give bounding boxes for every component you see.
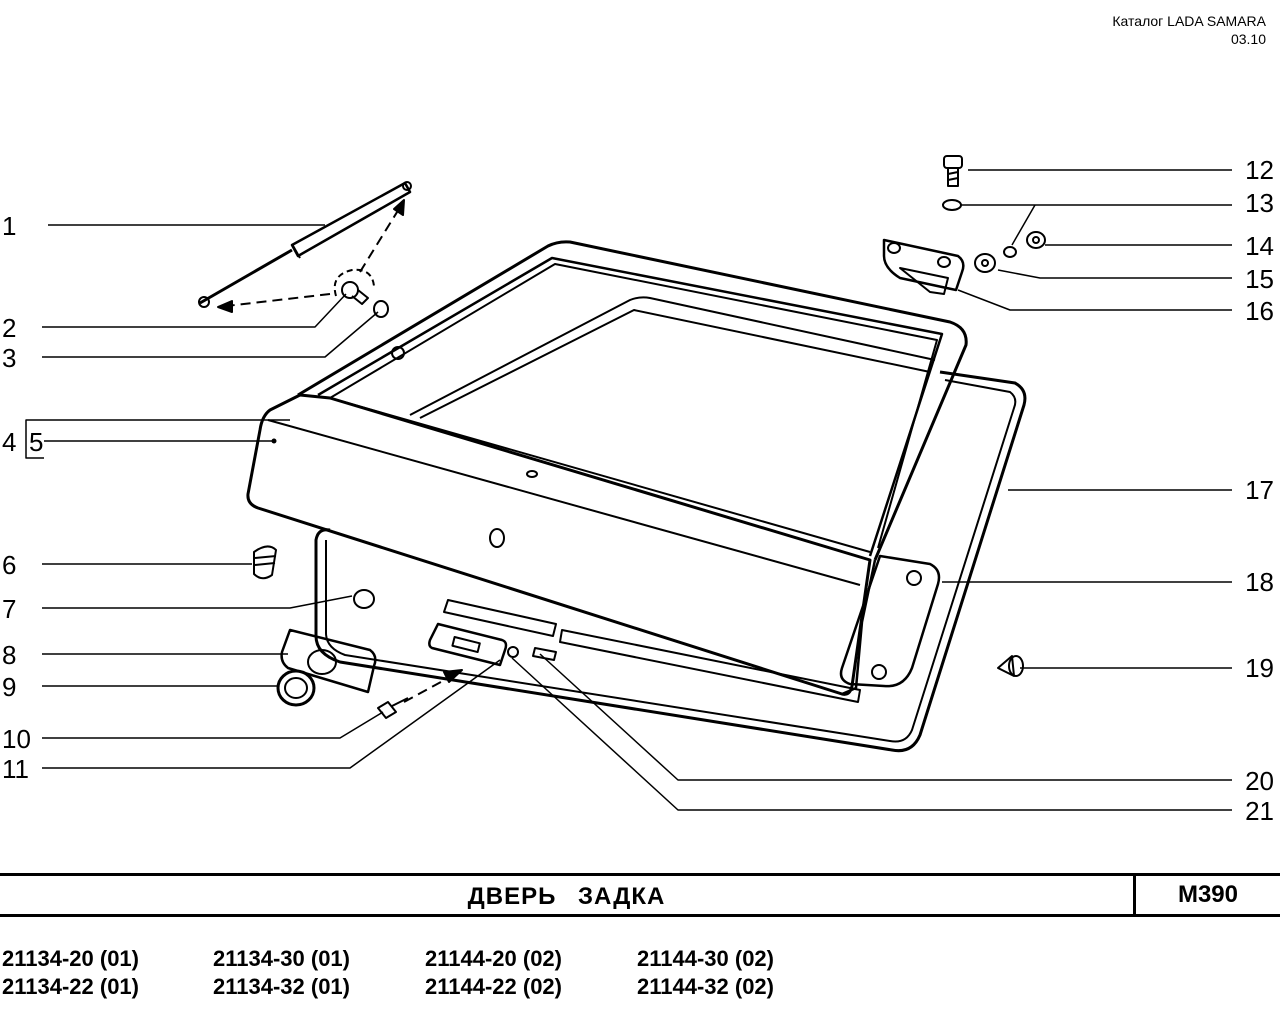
callout-bracket-4-5 (25, 419, 44, 459)
lamp-bolt (377, 697, 409, 719)
lock-cylinder-assembly (276, 628, 377, 707)
glass-edge (409, 296, 936, 416)
leader-dots (271, 438, 277, 444)
callout-2: 2 (2, 313, 17, 343)
door-seal-inner (325, 379, 1017, 743)
model-code: 21144-22 (02) (425, 974, 562, 999)
hinge-washer-15 (1003, 246, 1017, 258)
glass-opening-outer (329, 263, 938, 549)
badge-hole (526, 470, 538, 478)
callout-1: 1 (2, 211, 17, 241)
trim-clip (997, 655, 1024, 677)
hinge-bolt (943, 155, 963, 187)
callout-4: 4 (2, 427, 17, 457)
lamp-screw (507, 646, 519, 658)
hinge-nut-14 (1026, 231, 1046, 249)
door-hinge (882, 238, 965, 295)
lower-moulding (559, 629, 861, 703)
callout-11: 11 (2, 754, 29, 784)
bolt-arrow-head (443, 669, 463, 683)
hinge-washer-13 (942, 199, 962, 211)
frame-bolt (391, 346, 405, 360)
ball-pin-dashed-circle (333, 268, 375, 297)
door-outer-frame (297, 240, 968, 561)
leader-lines (42, 169, 1232, 811)
lock-washer (373, 300, 389, 318)
clip-nut (353, 589, 375, 609)
catalog-name: Каталог LADA SAMARA (1112, 13, 1266, 29)
model-code: 21134-32 (01) (213, 974, 350, 999)
door-inner-panel (839, 554, 941, 688)
strut-arrow-lower-head (217, 300, 233, 313)
callout-12: 12 (1245, 155, 1274, 185)
door-character-line (267, 419, 861, 586)
panel-hole-lower (871, 664, 887, 680)
callout-18: 18 (1245, 567, 1274, 597)
title-bar: ДВЕРЬ ЗАДКА M390 (0, 873, 1280, 917)
hinge-spacer (974, 253, 996, 273)
bolt-arrow (403, 676, 451, 703)
callout-8: 8 (2, 640, 17, 670)
callout-14: 14 (1245, 231, 1274, 261)
callout-10: 10 (2, 724, 31, 754)
model-code: 21144-30 (02) (637, 946, 774, 971)
callout-21: 21 (1245, 796, 1274, 826)
model-code: 21134-22 (01) (2, 974, 139, 999)
callout-5: 5 (29, 427, 44, 457)
licence-lamp-housing (428, 622, 508, 667)
moulding-clip (532, 647, 557, 661)
catalog-revision: 03.10 (1230, 31, 1266, 47)
lamp-lens (451, 636, 481, 654)
glass-edge-inner (419, 309, 931, 419)
page-title: ДВЕРЬ ЗАДКА (467, 883, 666, 910)
callout-6: 6 (2, 550, 17, 580)
callout-16: 16 (1245, 296, 1274, 326)
callout-15: 15 (1245, 264, 1274, 294)
strut-arrow-upper-head (393, 199, 405, 216)
callout-20: 20 (1245, 766, 1274, 796)
model-code: 21134-30 (01) (213, 946, 350, 971)
model-code: 21144-20 (02) (425, 946, 562, 971)
callout-7: 7 (2, 594, 17, 624)
gas-strut (198, 181, 412, 308)
door-side-edge (841, 559, 877, 696)
callout-17: 17 (1245, 475, 1274, 505)
panel-hole-upper (906, 570, 922, 586)
plate-trim (443, 599, 557, 637)
callout-19: 19 (1245, 653, 1274, 683)
callout-9: 9 (2, 672, 17, 702)
catalog-header: Каталог LADA SAMARA 03.10 (1112, 12, 1266, 48)
model-code: 21144-32 (02) (637, 974, 774, 999)
model-code: 21134-20 (01) (2, 946, 139, 971)
door-seal (314, 370, 1027, 753)
ball-pin (341, 281, 369, 305)
lock-hole (489, 528, 505, 548)
rubber-buffer (253, 545, 277, 580)
section-code: M390 (1133, 873, 1280, 917)
exploded-parts-drawing (25, 155, 1232, 811)
strut-arrow-lower (217, 293, 331, 308)
callout-3: 3 (2, 343, 17, 373)
door-frame-inner (317, 256, 944, 557)
callout-13: 13 (1245, 188, 1274, 218)
strut-arrow-upper (359, 203, 403, 273)
